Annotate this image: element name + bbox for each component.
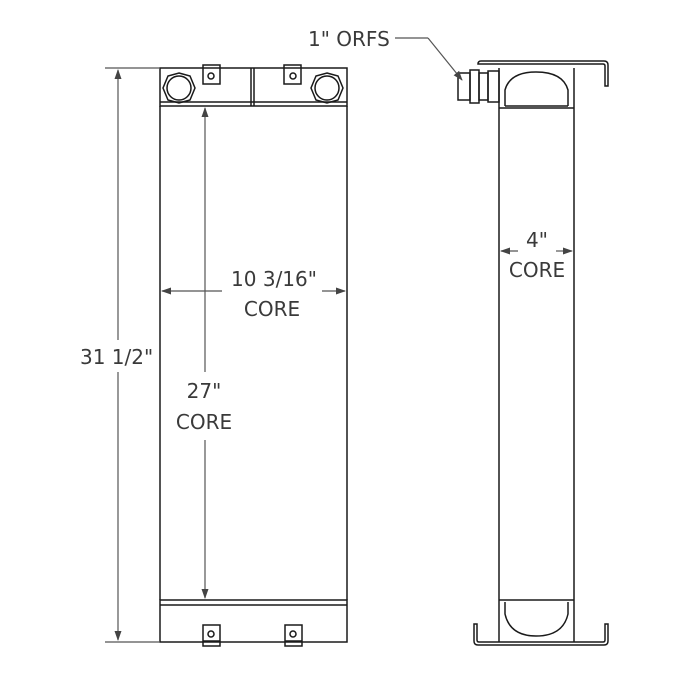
core-width-label: 10 3/16" bbox=[231, 267, 317, 291]
front-dimensions bbox=[105, 67, 346, 643]
side-view bbox=[457, 60, 609, 646]
core-width-suffix: CORE bbox=[244, 297, 300, 321]
core-depth-suffix: CORE bbox=[509, 258, 565, 282]
top-bracket-right bbox=[283, 64, 302, 85]
orfs-fitting-icon bbox=[457, 69, 500, 104]
top-tank-dome bbox=[504, 71, 569, 106]
core-height-label: 27" bbox=[187, 379, 222, 403]
bottom-tank bbox=[159, 599, 348, 643]
front-view bbox=[159, 64, 348, 647]
top-bracket-left bbox=[202, 64, 221, 85]
port-right-icon bbox=[310, 72, 344, 104]
bottom-bracket-right bbox=[284, 624, 303, 647]
core-height-suffix: CORE bbox=[176, 410, 232, 434]
core-depth-label: 4" bbox=[526, 228, 548, 252]
port-left-icon bbox=[162, 72, 196, 104]
bottom-bracket-left bbox=[202, 624, 221, 647]
fitting-callout-label: 1" ORFS bbox=[308, 27, 390, 51]
side-dimensions bbox=[395, 37, 573, 255]
overall-height-label: 31 1/2" bbox=[80, 345, 153, 369]
bottom-tank-dome bbox=[504, 602, 569, 637]
